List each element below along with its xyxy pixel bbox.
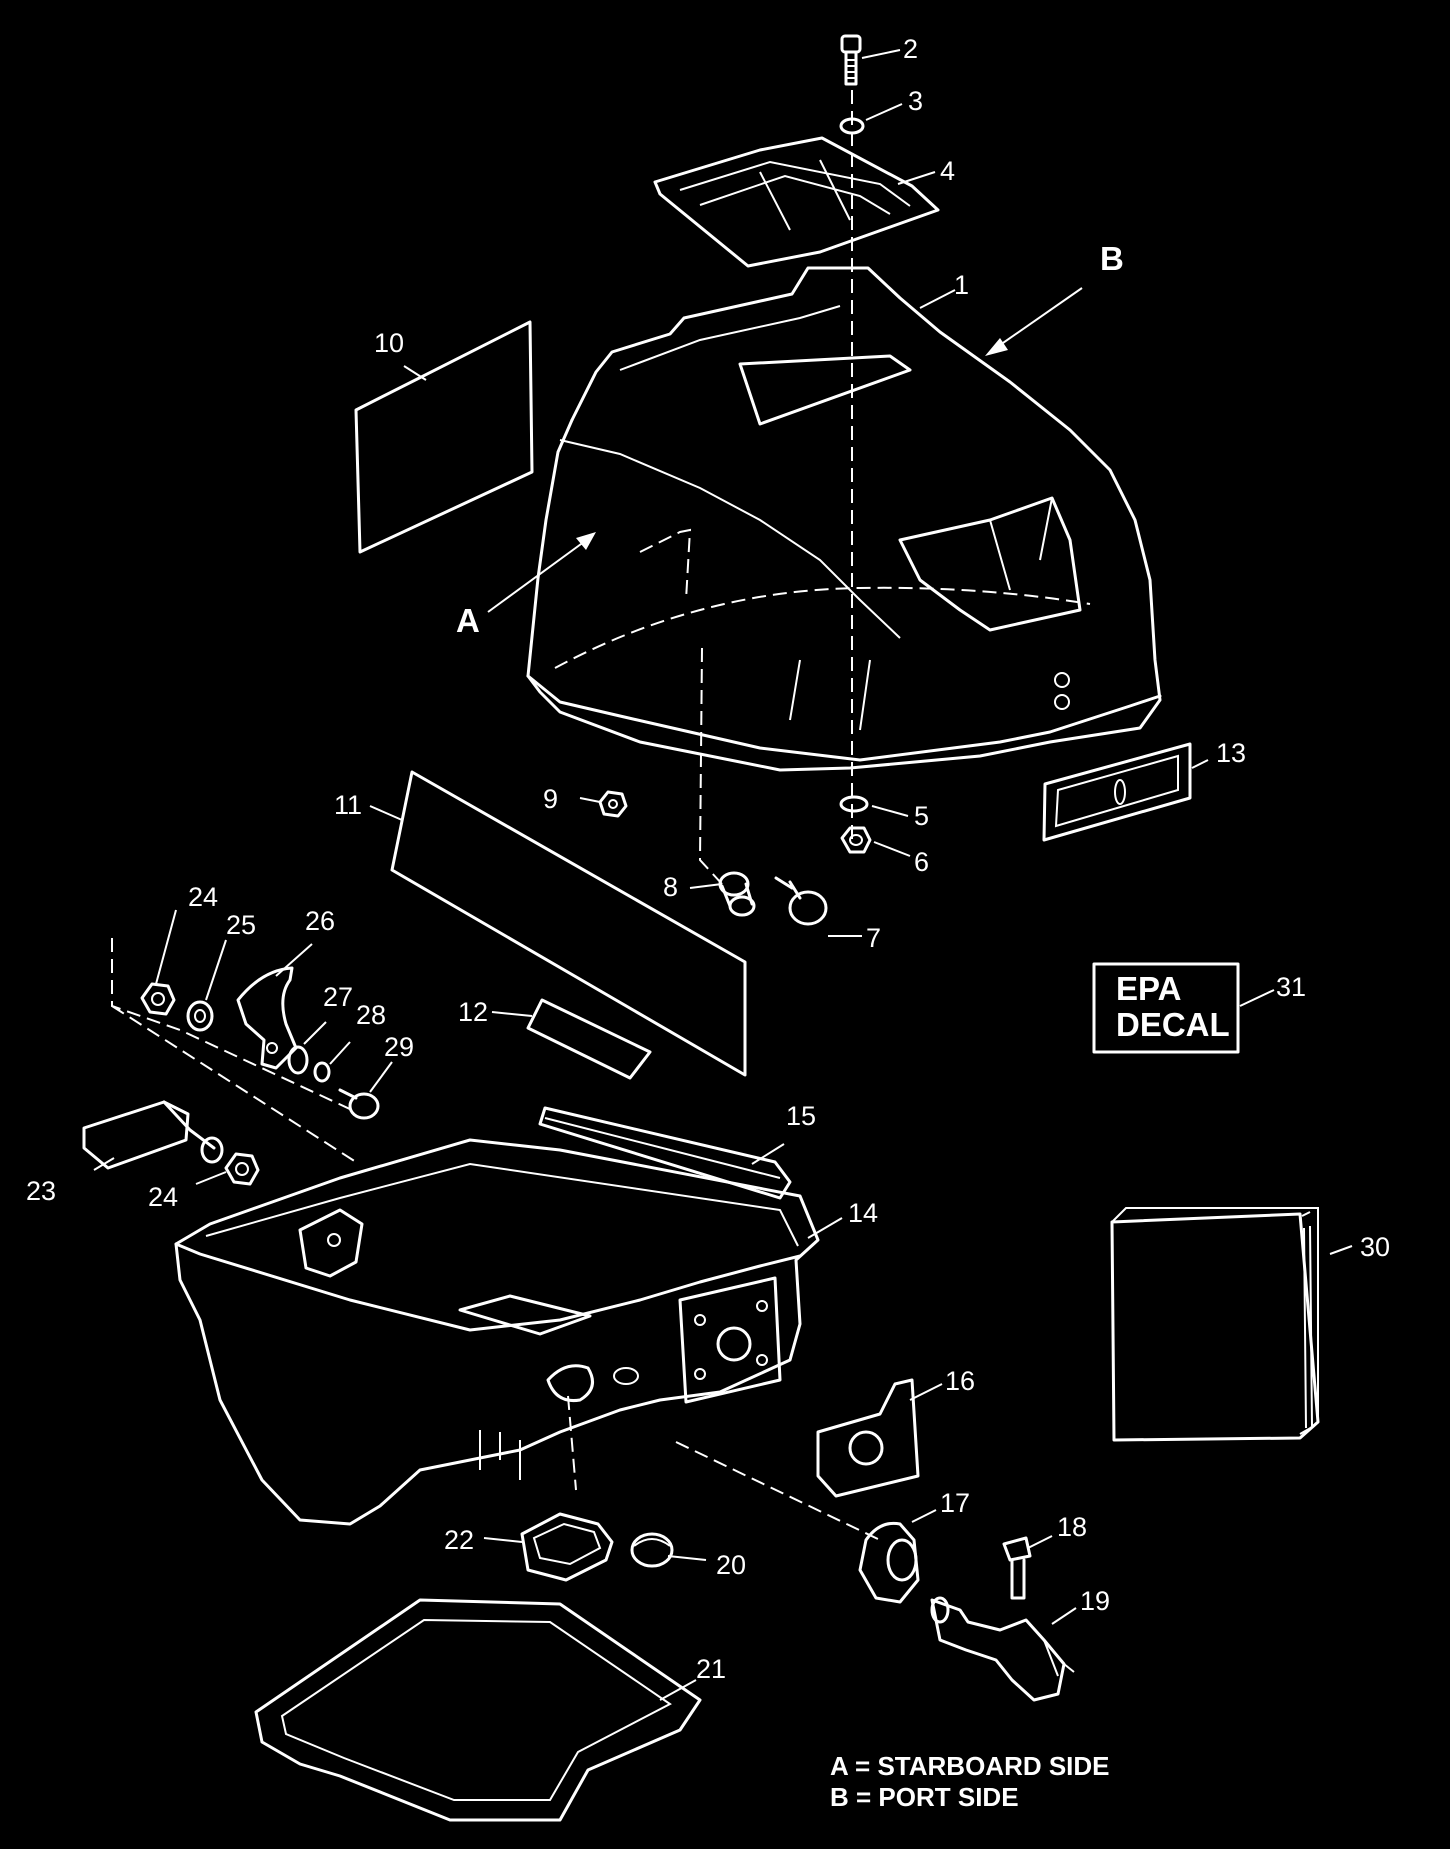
- bolt-part-29: [338, 1088, 380, 1120]
- plug-alignment-line: [675, 1441, 881, 1541]
- screw-part-18: [1002, 1536, 1032, 1600]
- epa-decal-box: EPA DECAL: [1092, 962, 1240, 1054]
- callout-5: 5: [914, 801, 929, 831]
- decal-part-13: [1042, 742, 1192, 842]
- grommet-alignment-line: [567, 1395, 577, 1491]
- latch-alignment-line: [111, 938, 357, 1163]
- callout-10: 10: [374, 328, 404, 358]
- plug-part-17: [858, 1521, 920, 1604]
- seal-part-15: [538, 1106, 792, 1200]
- callout-1: 1: [954, 270, 969, 300]
- grommet-part-8: [718, 871, 756, 917]
- decal-part-12: [526, 998, 652, 1080]
- alignment-line-8: [698, 647, 723, 885]
- plug-part-20: [630, 1532, 674, 1568]
- epa-decal-line2: DECAL: [1116, 1006, 1230, 1043]
- callout-11: 11: [334, 790, 362, 820]
- callout-18: 18: [1057, 1512, 1087, 1542]
- marker-arrow-a: [487, 532, 596, 613]
- callout-2: 2: [903, 34, 918, 64]
- marker-label-a: A: [456, 602, 480, 639]
- callout-19: 19: [1080, 1586, 1110, 1616]
- pin-part-7: [774, 876, 828, 926]
- latch-hook-part-26: [236, 966, 298, 1070]
- screw-part-2: [840, 34, 862, 86]
- marker-label-b: B: [1100, 240, 1124, 277]
- nut-part-24-lower: [224, 1152, 260, 1186]
- callout-23: 23: [26, 1176, 56, 1206]
- nut-part-9: [598, 790, 628, 818]
- epa-decal-line1: EPA: [1116, 970, 1181, 1007]
- callout-17: 17: [940, 1488, 970, 1518]
- callout-21: 21: [696, 1654, 726, 1684]
- nut-part-6: [840, 826, 872, 854]
- callout-24-upper: 24: [188, 882, 218, 912]
- callout-28: 28: [356, 1000, 386, 1030]
- bottom-cowl-part-14: [174, 1138, 820, 1526]
- washer-part-5: [839, 795, 869, 813]
- gasket-part-21: [254, 1598, 702, 1822]
- legend-line-a: A = STARBOARD SIDE: [830, 1751, 1110, 1781]
- callout-29: 29: [384, 1032, 414, 1062]
- legend-line-b: B = PORT SIDE: [830, 1782, 1019, 1812]
- callout-30: 30: [1360, 1232, 1390, 1262]
- fuel-connector-part-19: [930, 1596, 1075, 1702]
- callout-12: 12: [458, 997, 488, 1027]
- handle-part-23: [82, 1100, 224, 1170]
- callout-25: 25: [226, 910, 256, 940]
- washer-part-25: [186, 1000, 214, 1032]
- ring-part-28: [313, 1061, 331, 1083]
- callout-26: 26: [305, 906, 335, 936]
- marker-arrow-b: [985, 287, 1083, 356]
- washer-part-27: [287, 1045, 309, 1075]
- callout-31: 31: [1276, 972, 1306, 1002]
- manual-part-30: [1110, 1207, 1320, 1442]
- callout-14: 14: [848, 1198, 878, 1228]
- side-legend: A = STARBOARD SIDE B = PORT SIDE: [830, 1751, 1110, 1812]
- callout-15: 15: [786, 1101, 816, 1131]
- callout-22: 22: [444, 1525, 474, 1555]
- decal-part-10: [354, 320, 534, 554]
- top-cowl-part-1: [526, 266, 1162, 772]
- callout-4: 4: [940, 156, 955, 186]
- callout-20: 20: [716, 1550, 746, 1580]
- callout-3: 3: [908, 86, 923, 116]
- nut-part-24-upper: [140, 982, 176, 1016]
- top-plate-part-4: [653, 136, 940, 268]
- decal-part-11: [390, 770, 747, 1077]
- callout-6: 6: [914, 847, 929, 877]
- callout-24-lower: 24: [148, 1182, 178, 1212]
- callout-13: 13: [1216, 738, 1246, 768]
- callout-labels: 2 3 4 1 5 6 7 8 9 10 11 12 13 14 15 16 1…: [26, 34, 1390, 1684]
- callout-9: 9: [543, 784, 558, 814]
- callout-27: 27: [323, 982, 353, 1012]
- plate-part-16: [816, 1378, 920, 1498]
- grommet-part-22: [520, 1512, 614, 1582]
- leader-lines: [93, 49, 1353, 1701]
- callout-7: 7: [866, 923, 881, 953]
- callout-16: 16: [945, 1366, 975, 1396]
- callout-8: 8: [663, 872, 678, 902]
